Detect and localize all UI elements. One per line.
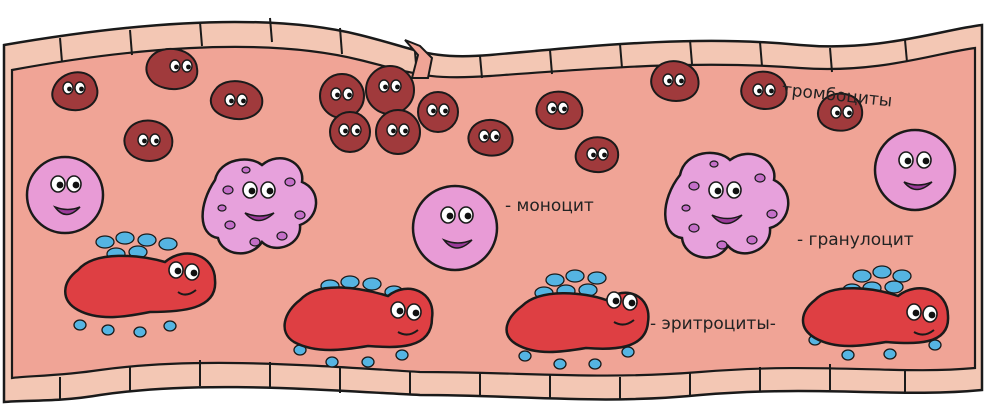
label-monocyte: - моноцит: [505, 196, 594, 216]
monocyte-icon: [875, 130, 955, 210]
label-erythrocytes: - эритроциты-: [650, 314, 776, 334]
label-granulocyte: - гранулоцит: [797, 230, 914, 250]
monocyte-icon: [413, 186, 497, 270]
monocyte-icon: [27, 157, 103, 233]
